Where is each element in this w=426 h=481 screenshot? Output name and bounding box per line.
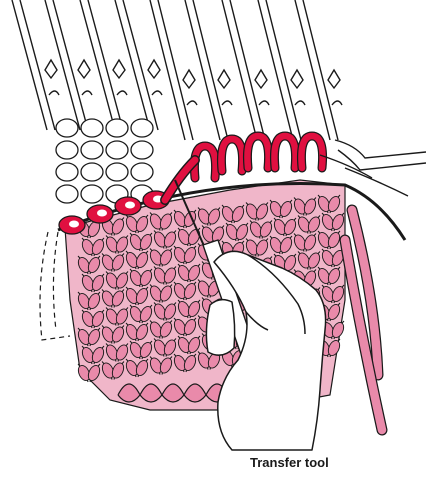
white-stitch <box>106 163 128 181</box>
white-stitch <box>56 163 78 181</box>
red-loop <box>221 139 242 171</box>
machine-needle-icon <box>222 0 269 140</box>
white-stitch <box>81 119 103 137</box>
white-stitch <box>81 141 103 159</box>
white-stitch <box>106 141 128 159</box>
machine-needle-icon <box>295 0 342 140</box>
white-stitch <box>56 185 78 203</box>
red-loop-hole <box>125 202 135 209</box>
red-loop <box>274 136 295 168</box>
white-stitch <box>131 141 153 159</box>
pink-yarn-strands <box>345 210 382 430</box>
white-stitch <box>81 163 103 181</box>
machine-needle-icon <box>258 0 305 140</box>
white-stitch <box>131 163 153 181</box>
red-loop-hole <box>69 221 79 228</box>
white-stitch <box>106 119 128 137</box>
red-loop <box>301 136 322 168</box>
machine-needle-icon <box>185 0 232 140</box>
white-stitch <box>81 185 103 203</box>
transfer-tool-caption: Transfer tool <box>250 455 329 470</box>
white-stitch <box>56 119 78 137</box>
red-loop-hole <box>97 210 107 217</box>
red-loop <box>247 136 268 168</box>
white-stitch <box>56 141 78 159</box>
white-stitch-rows <box>56 119 153 203</box>
white-stitch <box>131 119 153 137</box>
machine-needle-icon <box>12 0 59 130</box>
machine-needles <box>12 0 342 140</box>
dashed-fabric-outline <box>40 232 70 340</box>
